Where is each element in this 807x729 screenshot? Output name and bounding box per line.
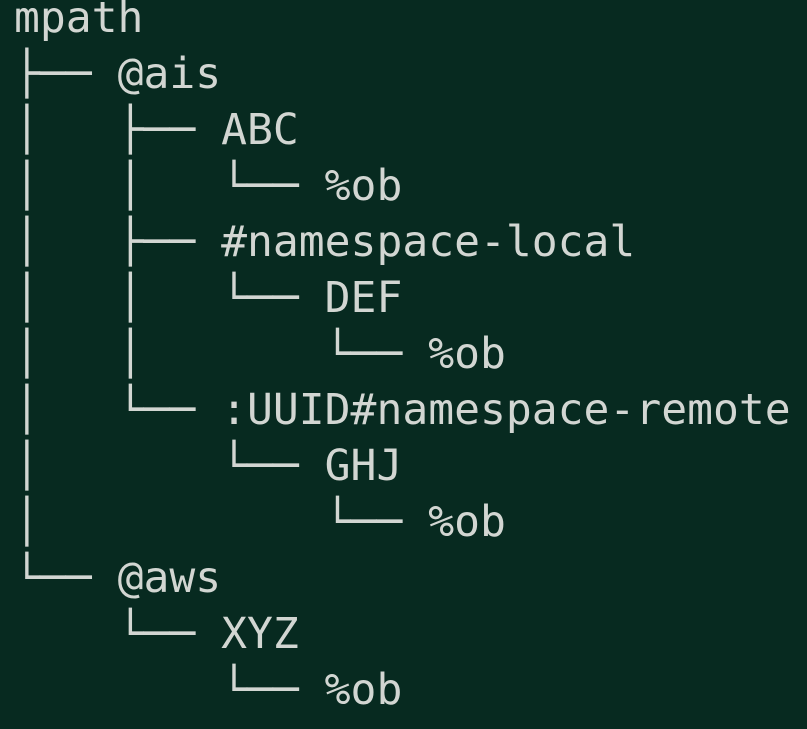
tree-line: └── %ob <box>14 662 791 718</box>
tree-line: │ └── GHJ <box>14 438 791 494</box>
tree-branch: │ │ └── <box>14 161 325 211</box>
tree-node-label: GHJ <box>324 441 403 491</box>
tree-branch: │ └── <box>14 441 325 491</box>
tree-branch: ├── <box>14 49 118 99</box>
tree-branch: │ ├── <box>14 217 222 267</box>
tree-branch: │ └── <box>14 385 222 435</box>
tree-line: ├── @ais <box>14 46 791 102</box>
tree-branch: └── <box>14 553 118 603</box>
tree-node-label: DEF <box>324 273 403 323</box>
tree-line: │ ├── ABC <box>14 102 791 158</box>
tree-branch: └── <box>14 609 222 659</box>
tree-branch: │ │ └── <box>14 273 325 323</box>
tree-line: │ └── :UUID#namespace-remote <box>14 382 791 438</box>
tree-node-label: @ais <box>117 49 222 99</box>
tree-node-label: %ob <box>324 665 403 715</box>
tree-branch: └── <box>14 665 325 715</box>
tree-branch: │ ├── <box>14 105 222 155</box>
tree-node-label: XYZ <box>221 609 299 659</box>
tree-node-label: %ob <box>324 161 403 211</box>
tree-line: │ └── %ob <box>14 494 791 550</box>
terminal-output: mpath ├── @ais │ ├── ABC │ │ └── %ob │ ├… <box>14 0 791 718</box>
tree-node-label: #namespace-local <box>221 217 636 267</box>
tree-node-label: ABC <box>221 105 299 155</box>
tree-node-label: :UUID#namespace-remote <box>221 385 791 435</box>
tree-line: │ ├── #namespace-local <box>14 214 791 270</box>
tree-node-label: mpath <box>14 0 144 43</box>
tree-line: mpath <box>14 0 791 46</box>
tree-branch: │ │ └── <box>14 329 429 379</box>
tree-node-label: %ob <box>428 497 506 547</box>
tree-node-label: @aws <box>117 553 222 603</box>
tree-line: └── XYZ <box>14 606 791 662</box>
tree-line: │ │ └── DEF <box>14 270 791 326</box>
tree-line: │ │ └── %ob <box>14 158 791 214</box>
tree-node-label: %ob <box>428 329 506 379</box>
tree-line: │ │ └── %ob <box>14 326 791 382</box>
tree-line: └── @aws <box>14 550 791 606</box>
tree-branch: │ └── <box>14 497 429 547</box>
